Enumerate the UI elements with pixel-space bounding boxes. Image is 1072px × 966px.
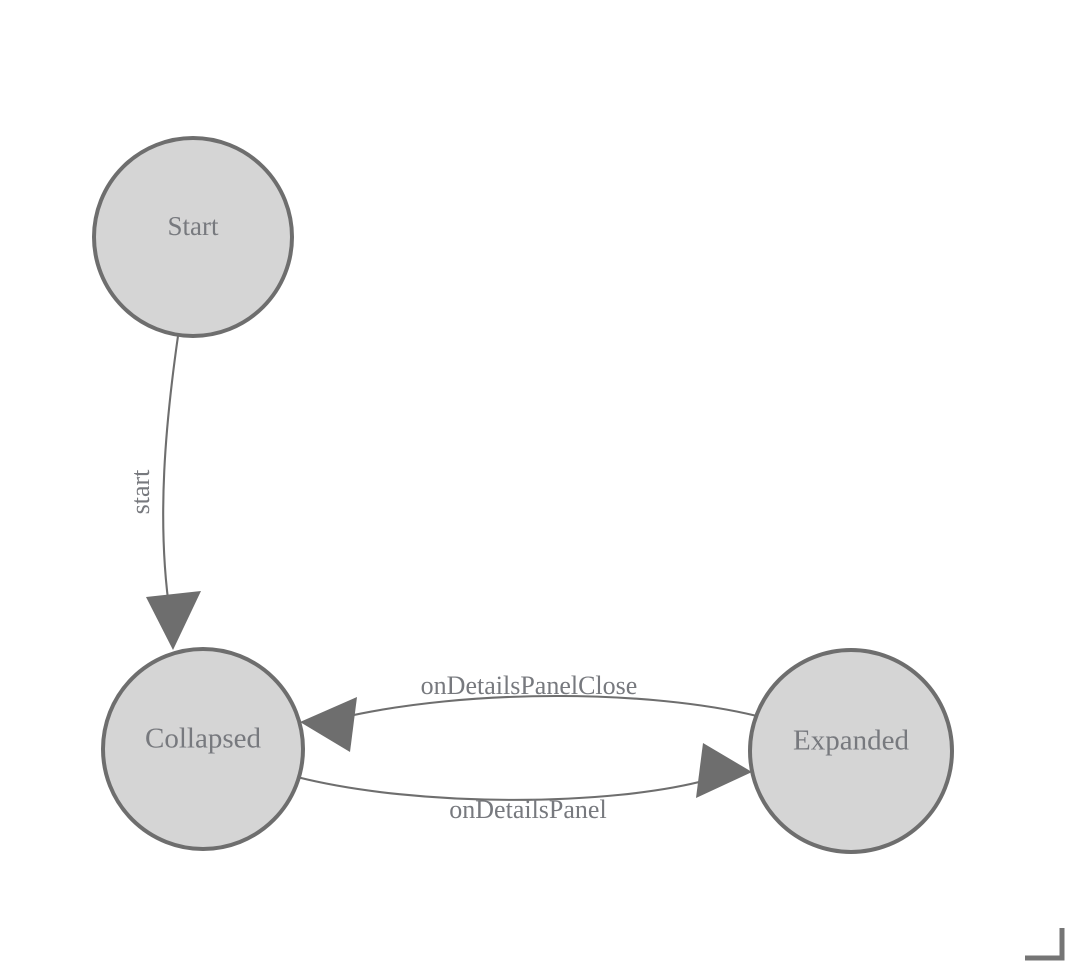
node-expanded-circle [748,648,954,854]
edge-expanded-to-collapsed-path [338,694,759,720]
node-expanded-label: Expanded [793,725,909,757]
edge-start-to-collapsed-arrowhead [146,591,201,650]
edge-label-on-details-panel: onDetailsPanel [449,795,606,824]
edge-label-start: start [126,469,155,515]
edge-collapsed-to-expanded-path [295,775,709,801]
node-expanded[interactable]: Expanded [748,648,954,854]
edge-start-to-collapsed-path [162,334,180,616]
node-collapsed[interactable]: Collapsed [101,647,305,851]
edge-expanded-to-collapsed[interactable]: onDetailsPanelClose [300,671,759,752]
node-start-circle [92,136,294,338]
node-start-label: Start [168,211,219,241]
edge-collapsed-to-expanded[interactable]: onDetailsPanel [295,743,752,824]
node-start[interactable]: Start [92,136,294,338]
node-collapsed-circle [101,647,305,851]
edge-expanded-to-collapsed-arrowhead [300,697,357,752]
edge-label-on-details-panel-close: onDetailsPanelClose [421,671,638,700]
viewport-corner-marker [1025,928,1065,961]
edge-collapsed-to-expanded-arrowhead [696,743,752,798]
node-collapsed-label: Collapsed [145,723,261,755]
edge-start-to-collapsed[interactable]: start [126,334,201,650]
